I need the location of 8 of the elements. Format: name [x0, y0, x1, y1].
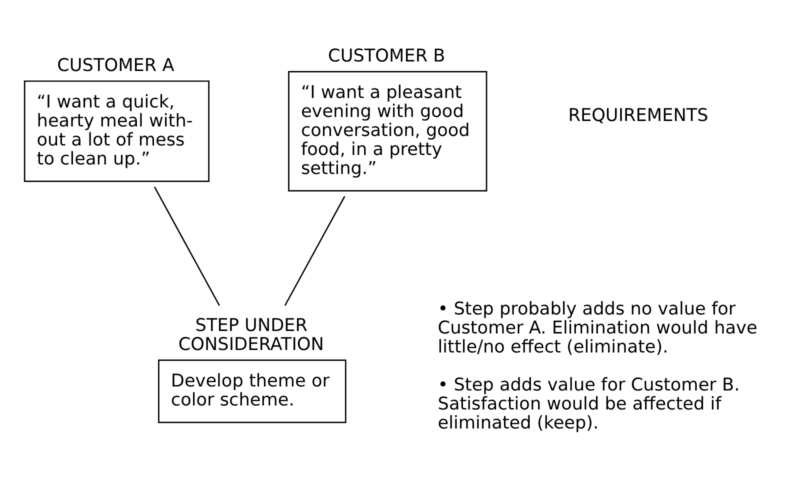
label: REQUIREMENTS: [568, 105, 708, 126]
label: • Step probably adds no value for Customer A. Elimination would have little/no effect (eliminate).: [438, 299, 758, 358]
connector: [154, 186, 220, 306]
node-label: CUSTOMER B: [328, 46, 446, 66]
label: • Step adds value for Customer B. Satisfaction would be affected if eliminated (keep).: [438, 375, 740, 433]
connector: [284, 196, 346, 306]
node-label: CUSTOMER A: [57, 55, 174, 76]
node-label: STEP UNDER CONSIDERATION: [178, 315, 324, 354]
